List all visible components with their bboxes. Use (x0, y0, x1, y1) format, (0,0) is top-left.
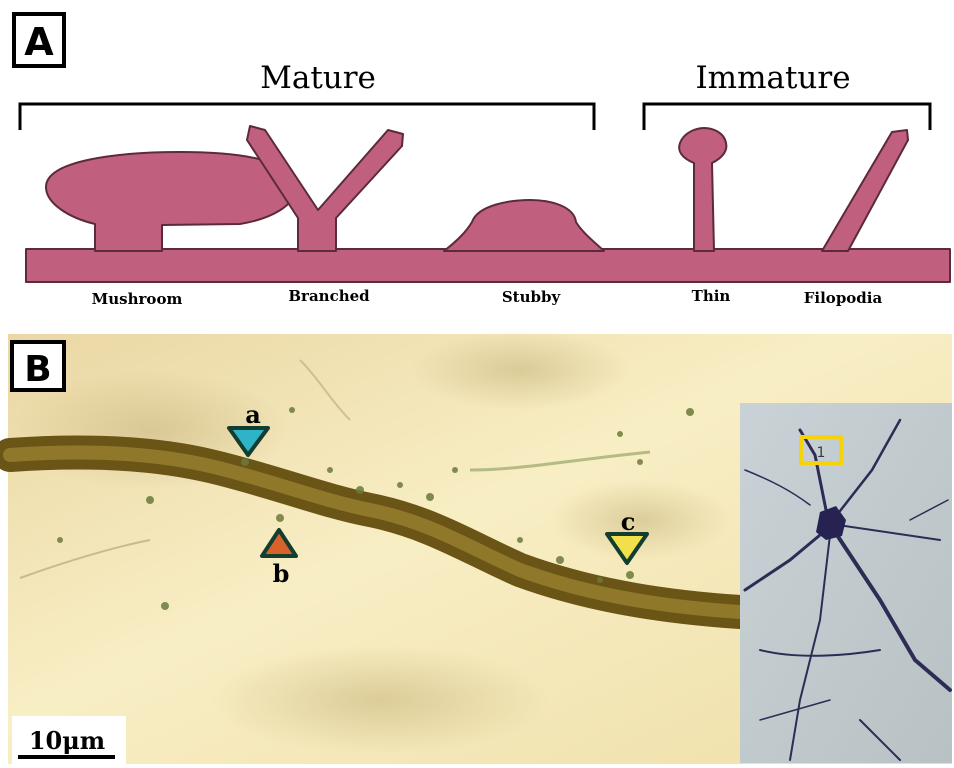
scale-bar-label: 10μm (29, 726, 105, 755)
spine-label-stubby: Stubby (502, 288, 562, 306)
dendrite-spine-diagram (26, 126, 950, 282)
inset-background (740, 403, 952, 763)
panel-b-label: B (24, 349, 51, 390)
dendrite-shaft (26, 249, 950, 282)
spine-label-filopodia: Filopodia (804, 289, 883, 307)
stubby-spine (444, 200, 604, 251)
micrograph-blotch (550, 480, 730, 560)
filopodia-spine (822, 130, 908, 251)
spine-label-thin: Thin (692, 287, 731, 305)
marker-b-letter: b (273, 559, 290, 588)
thin-spine (679, 128, 726, 251)
micrograph-blotch (410, 330, 630, 410)
marker-c-letter: c (621, 507, 636, 536)
bracket-immature (644, 104, 930, 130)
spine-label-mushroom: Mushroom (92, 290, 183, 308)
mushroom-spine (46, 152, 296, 251)
panel-b: 1 B a b c 10μm (8, 330, 952, 764)
panel-a-label: A (24, 20, 54, 64)
group-label-immature: Immature (695, 60, 850, 96)
micrograph-blotch (210, 645, 550, 755)
group-label-mature: Mature (260, 60, 376, 96)
neuron-inset: 1 (740, 403, 952, 763)
spine-label-branched: Branched (288, 287, 370, 305)
panel-a: A Mature Immature Mushroom Branched Stub… (14, 14, 950, 308)
bracket-mature (20, 104, 594, 130)
scale-bar (18, 755, 115, 759)
inset-highlight-label: 1 (817, 445, 826, 461)
marker-a-letter: a (245, 400, 261, 429)
